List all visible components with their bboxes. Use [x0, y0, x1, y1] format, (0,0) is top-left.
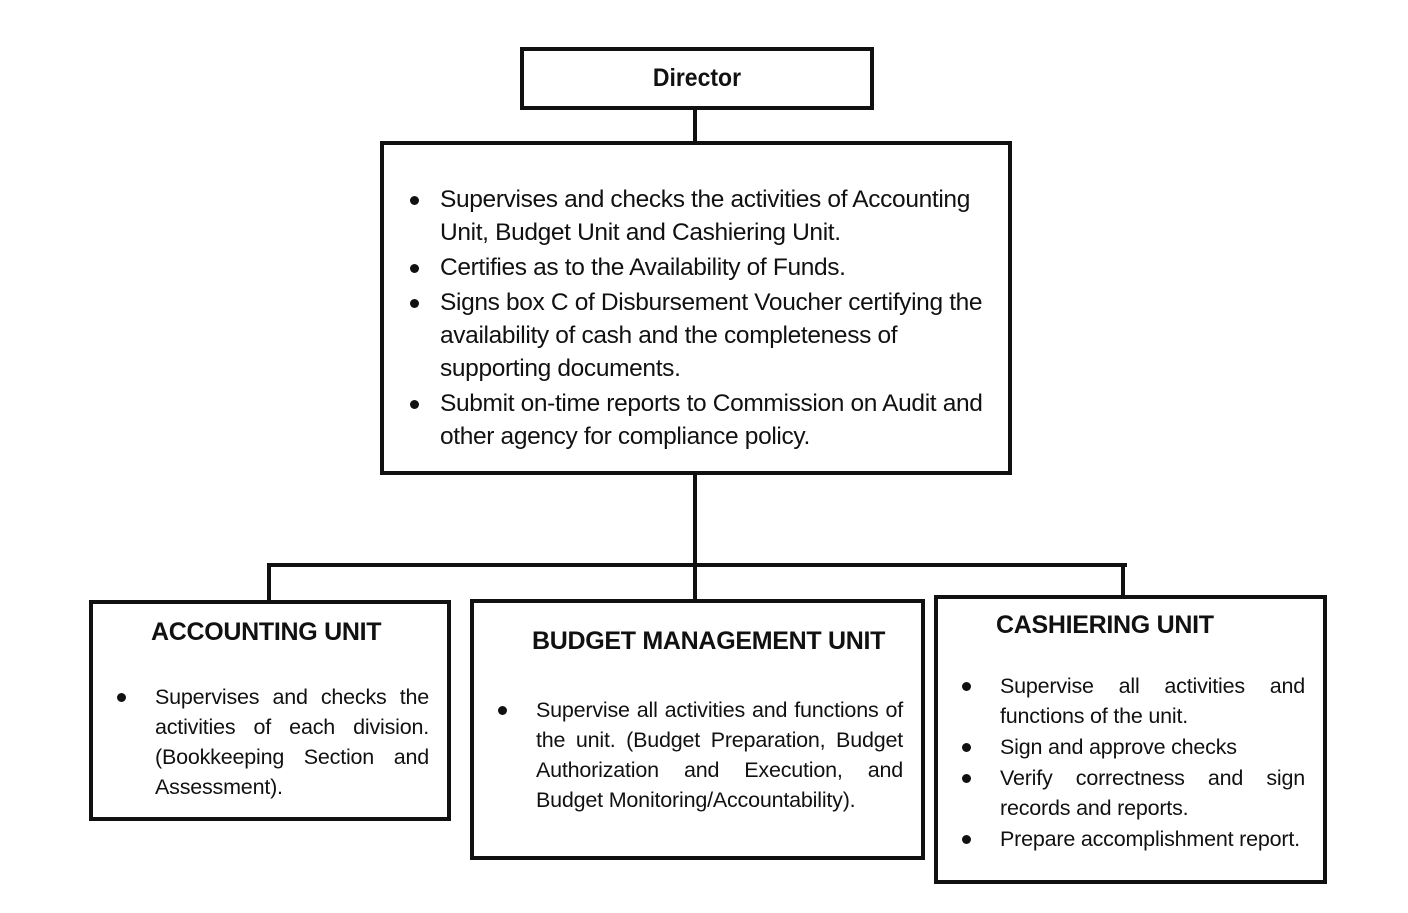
bullet-icon — [117, 693, 126, 702]
director-box: Director — [520, 47, 874, 110]
cashiering-unit-box: CASHIERING UNIT Supervise all activities… — [934, 595, 1327, 884]
bullet-icon — [410, 196, 419, 205]
budget-duty-item: Supervise all activities and functions o… — [494, 695, 903, 815]
connector-director-to-duties — [693, 110, 697, 141]
director-duties-list: Supervises and checks the activities of … — [406, 183, 988, 455]
connector-branch-to-cashiering — [1121, 563, 1125, 595]
cashiering-duty-text: Verify correctness and sign records and … — [1000, 766, 1305, 820]
director-duty-text: Certifies as to the Availability of Fund… — [440, 254, 846, 281]
director-duty-text: Signs box C of Disbursement Voucher cert… — [440, 289, 983, 382]
director-duty-item: Submit on-time reports to Commission on … — [406, 387, 988, 453]
cashiering-duty-text: Sign and approve checks — [1000, 735, 1237, 759]
accounting-duty-item: Supervises and checks the activities of … — [113, 682, 429, 802]
director-title: Director — [652, 64, 742, 92]
cashiering-unit-duties: Supervise all activities and functions o… — [958, 671, 1305, 855]
bullet-icon — [962, 682, 971, 691]
cashiering-duty-item: Prepare accomplishment report. — [958, 824, 1305, 854]
cashiering-duty-text: Prepare accomplishment report. — [1000, 827, 1300, 851]
director-duty-text: Submit on-time reports to Commission on … — [440, 390, 983, 450]
director-duty-item: Certifies as to the Availability of Fund… — [406, 251, 988, 284]
budget-duty-text: Supervise all activities and functions o… — [536, 698, 903, 812]
director-duty-text: Supervises and checks the activities of … — [440, 186, 970, 246]
bullet-icon — [410, 299, 419, 308]
bullet-icon — [962, 835, 971, 844]
connector-branch-to-accounting — [267, 563, 271, 600]
director-duty-item: Supervises and checks the activities of … — [406, 183, 988, 249]
cashiering-duty-text: Supervise all activities and functions o… — [1000, 674, 1305, 728]
cashiering-unit-title: CASHIERING UNIT — [996, 611, 1214, 639]
bullet-icon — [410, 264, 419, 273]
accounting-unit-duties: Supervises and checks the activities of … — [113, 682, 429, 802]
bullet-icon — [962, 774, 971, 783]
accounting-unit-box: ACCOUNTING UNIT Supervises and checks th… — [89, 600, 451, 821]
cashiering-duty-item: Supervise all activities and functions o… — [958, 671, 1305, 731]
budget-management-unit-title: BUDGET MANAGEMENT UNIT — [532, 627, 886, 655]
director-duties-box: Supervises and checks the activities of … — [380, 141, 1012, 475]
cashiering-duty-item: Sign and approve checks — [958, 732, 1305, 762]
budget-management-unit-box: BUDGET MANAGEMENT UNIT Supervise all act… — [470, 599, 925, 860]
accounting-unit-title: ACCOUNTING UNIT — [151, 618, 382, 646]
connector-duties-to-branch — [693, 475, 697, 599]
cashiering-duty-item: Verify correctness and sign records and … — [958, 763, 1305, 823]
accounting-duty-text: Supervises and checks the activities of … — [155, 685, 429, 799]
bullet-icon — [498, 706, 507, 715]
connector-branch-horizontal — [267, 563, 1127, 567]
budget-management-unit-duties: Supervise all activities and functions o… — [494, 695, 903, 815]
bullet-icon — [410, 400, 419, 409]
director-duty-item: Signs box C of Disbursement Voucher cert… — [406, 286, 988, 385]
bullet-icon — [962, 743, 971, 752]
